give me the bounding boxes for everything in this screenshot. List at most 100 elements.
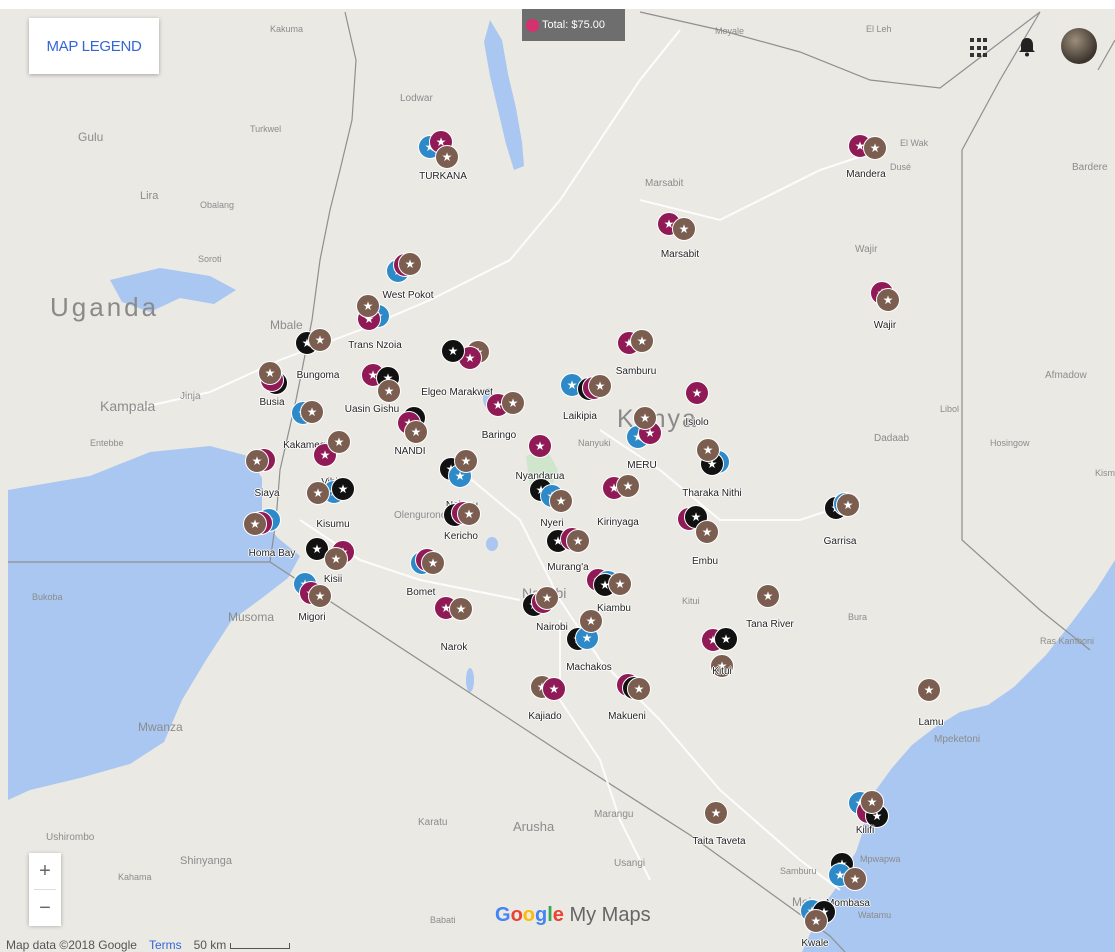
total-label: Total: $75.00 [542, 19, 605, 31]
star-icon: ★ [534, 439, 546, 453]
star-icon: ★ [614, 577, 626, 591]
marker-pin-black[interactable]: ★ [714, 627, 738, 651]
marker-label: Embu [691, 556, 719, 567]
marker-pin-brown[interactable]: ★ [843, 867, 867, 891]
zoom-in-button[interactable]: + [29, 853, 61, 889]
marker-pin-brown[interactable]: ★ [696, 438, 720, 462]
star-icon: ★ [447, 344, 459, 358]
star-icon: ★ [710, 806, 722, 820]
marker-pin-black[interactable]: ★ [441, 339, 465, 363]
marker-label: Mandera [846, 169, 886, 180]
marker-pin-brown[interactable]: ★ [695, 520, 719, 544]
marker-label: Tana River [746, 619, 794, 630]
marker-pin-maroon[interactable]: ★ [542, 677, 566, 701]
zoom-out-button[interactable]: − [29, 890, 61, 926]
marker-pin-brown[interactable]: ★ [917, 678, 941, 702]
marker-pin-brown[interactable]: ★ [377, 379, 401, 403]
marker-pin-brown[interactable]: ★ [804, 909, 828, 933]
total-badge[interactable]: Total: $75.00 [522, 9, 625, 41]
marker-pin-brown[interactable]: ★ [300, 400, 324, 424]
star-icon: ★ [690, 510, 702, 524]
marker-pin-brown[interactable]: ★ [535, 586, 559, 610]
star-icon: ★ [644, 426, 656, 440]
star-icon: ★ [834, 868, 846, 882]
star-icon: ★ [555, 494, 567, 508]
marker-pin-brown[interactable]: ★ [404, 420, 428, 444]
basemap-label: Dusé [890, 162, 912, 172]
marker-pin-brown[interactable]: ★ [457, 502, 481, 526]
marker-pin-brown[interactable]: ★ [756, 584, 780, 608]
marker-pin-brown[interactable]: ★ [836, 493, 860, 517]
star-icon: ★ [314, 333, 326, 347]
notification-bell-icon[interactable] [1018, 37, 1036, 57]
basemap-label: Entebbe [90, 438, 124, 448]
marker-pin-brown[interactable]: ★ [630, 329, 654, 353]
marker-pin-brown[interactable]: ★ [245, 449, 269, 473]
marker-pin-brown[interactable]: ★ [627, 677, 651, 701]
scale-bar [230, 942, 291, 949]
marker-pin-brown[interactable]: ★ [421, 551, 445, 575]
user-avatar[interactable] [1061, 28, 1097, 64]
star-icon: ★ [548, 682, 560, 696]
marker-pin-brown[interactable]: ★ [258, 361, 282, 385]
marker-label: Kiambu [597, 603, 631, 614]
star-icon: ★ [455, 602, 467, 616]
star-icon: ★ [762, 589, 774, 603]
marker-pin-brown[interactable]: ★ [863, 136, 887, 160]
marker-pin-brown[interactable]: ★ [306, 481, 330, 505]
marker-pin-brown[interactable]: ★ [704, 801, 728, 825]
basemap-label: Obalang [200, 200, 235, 210]
star-icon: ★ [464, 351, 476, 365]
apps-grid-icon[interactable] [970, 38, 990, 58]
marker-pin-brown[interactable]: ★ [566, 529, 590, 553]
star-icon: ★ [251, 454, 263, 468]
marker-pin-brown[interactable]: ★ [435, 145, 459, 169]
marker-pin-brown[interactable]: ★ [588, 374, 612, 398]
marker-pin-brown[interactable]: ★ [608, 572, 632, 596]
marker-pin-black[interactable]: ★ [331, 477, 355, 501]
star-icon: ★ [306, 405, 318, 419]
marker-pin-brown[interactable]: ★ [672, 217, 696, 241]
my-maps-text: My Maps [569, 904, 651, 926]
star-icon: ★ [330, 552, 342, 566]
marker-pin-brown[interactable]: ★ [327, 430, 351, 454]
star-icon: ★ [639, 411, 651, 425]
marker-pin-brown[interactable]: ★ [549, 489, 573, 513]
marker-pin-brown[interactable]: ★ [324, 547, 348, 571]
terms-link[interactable]: Terms [148, 938, 182, 952]
star-icon: ★ [608, 481, 620, 495]
map-legend-button[interactable]: MAP LEGEND [29, 18, 159, 74]
marker-pin-brown[interactable]: ★ [243, 512, 267, 536]
marker-pin-brown[interactable]: ★ [579, 609, 603, 633]
star-icon: ★ [441, 150, 453, 164]
basemap-label: Kism [1095, 468, 1115, 478]
marker-pin-brown[interactable]: ★ [308, 584, 332, 608]
marker-pin-brown[interactable]: ★ [356, 294, 380, 318]
marker-label: Mombasa [826, 898, 870, 909]
marker-pin-brown[interactable]: ★ [616, 474, 640, 498]
star-icon: ★ [333, 435, 345, 449]
basemap-label: Shinyanga [180, 855, 232, 867]
basemap-label: Bukoba [32, 592, 63, 602]
star-icon: ★ [552, 534, 564, 548]
marker-label: Marsabit [660, 249, 700, 260]
star-icon: ★ [435, 135, 447, 149]
zoom-divider [34, 889, 56, 890]
marker-pin-brown[interactable]: ★ [308, 328, 332, 352]
marker-label: Narok [440, 642, 468, 653]
marker-pin-brown[interactable]: ★ [710, 654, 734, 678]
marker-pin-brown[interactable]: ★ [454, 449, 478, 473]
marker-pin-brown[interactable]: ★ [860, 790, 884, 814]
marker-pin-maroon[interactable]: ★ [685, 381, 709, 405]
marker-pin-brown[interactable]: ★ [633, 406, 657, 430]
marker-pin-brown[interactable]: ★ [449, 597, 473, 621]
marker-pin-maroon[interactable]: ★ [528, 434, 552, 458]
marker-pin-brown[interactable]: ★ [501, 391, 525, 415]
basemap-label: Mpeketoni [934, 734, 981, 745]
star-icon: ★ [871, 809, 883, 823]
marker-label: Samburu [615, 366, 657, 377]
marker-pin-brown[interactable]: ★ [398, 252, 422, 276]
marker-pin-brown[interactable]: ★ [876, 288, 900, 312]
